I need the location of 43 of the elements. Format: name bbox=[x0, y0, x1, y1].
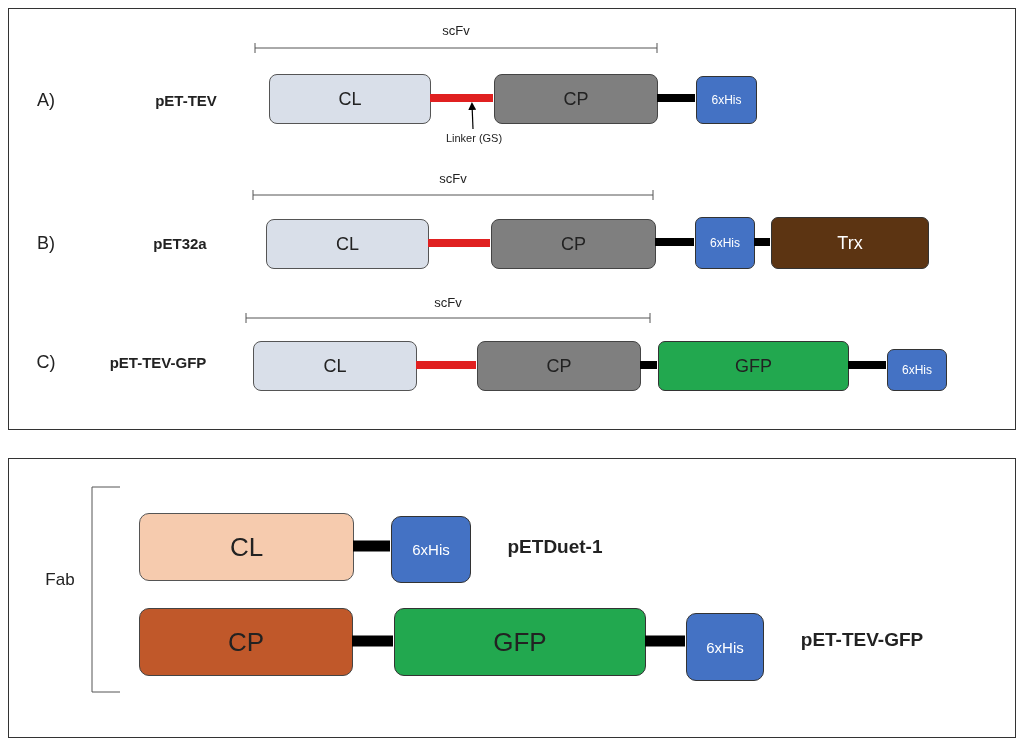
linker-line bbox=[353, 540, 390, 552]
domain-box: CP bbox=[477, 341, 641, 391]
linker-line bbox=[645, 635, 685, 647]
construct-name: pETDuet-1 bbox=[507, 536, 603, 558]
linker-line bbox=[428, 239, 490, 247]
tag-box: 6xHis bbox=[696, 76, 757, 124]
domain-box: CP bbox=[139, 608, 353, 676]
construct-name: pET32a bbox=[153, 234, 207, 252]
tag-box: 6xHis bbox=[686, 613, 764, 681]
domain-box: CP bbox=[494, 74, 658, 124]
tag-box: 6xHis bbox=[391, 516, 471, 583]
domain-box: CL bbox=[253, 341, 417, 391]
row-label: B) bbox=[37, 232, 55, 254]
bracket-label: Fab bbox=[45, 570, 75, 590]
panel bbox=[8, 8, 1016, 430]
linker-line bbox=[416, 361, 476, 369]
linker-label: Linker (GS) bbox=[441, 130, 507, 146]
panel bbox=[8, 458, 1016, 738]
domain-box: GFP bbox=[658, 341, 849, 391]
domain-box: CL bbox=[269, 74, 431, 124]
row-label: C) bbox=[36, 351, 56, 373]
linker-line bbox=[754, 238, 770, 246]
domain-box: GFP bbox=[394, 608, 646, 676]
domain-box: CL bbox=[266, 219, 429, 269]
linker-line bbox=[848, 361, 886, 369]
construct-name: pET-TEV bbox=[155, 91, 217, 109]
dimension-label: scFv bbox=[442, 22, 470, 38]
domain-box: CL bbox=[139, 513, 354, 581]
domain-box: Trx bbox=[771, 217, 929, 269]
linker-line bbox=[640, 361, 657, 369]
row-label: A) bbox=[37, 89, 55, 111]
linker-line bbox=[655, 238, 694, 246]
domain-box: CP bbox=[491, 219, 656, 269]
tag-box: 6xHis bbox=[887, 349, 947, 391]
linker-line bbox=[657, 94, 695, 102]
linker-line bbox=[352, 635, 393, 647]
linker-line bbox=[430, 94, 493, 102]
dimension-label: scFv bbox=[439, 170, 467, 186]
construct-name: pET-TEV-GFP bbox=[800, 629, 924, 651]
dimension-label: scFv bbox=[434, 294, 462, 310]
construct-name: pET-TEV-GFP bbox=[109, 353, 207, 371]
leader-line bbox=[468, 102, 477, 130]
tag-box: 6xHis bbox=[695, 217, 755, 269]
